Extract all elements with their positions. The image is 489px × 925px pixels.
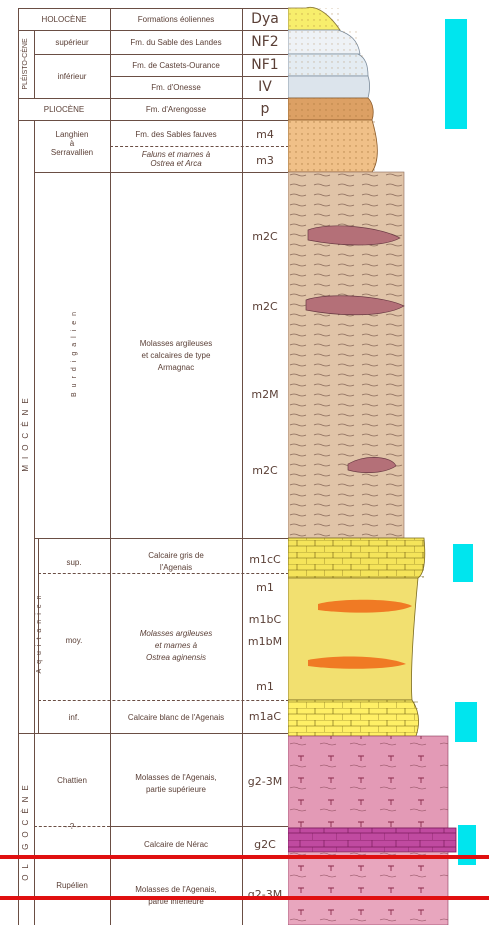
miocene-divider — [34, 120, 35, 925]
row-line — [34, 172, 289, 173]
formation-code: m1aC — [242, 710, 288, 723]
stage-chattien: Chattien — [34, 776, 110, 785]
formation-code: m1bC — [242, 613, 288, 626]
formation-code: m1cC — [242, 553, 288, 566]
stage-aquitanien-sup: sup. — [38, 558, 110, 567]
red-boundary-line — [0, 855, 489, 859]
formation-code: m4 — [242, 128, 288, 141]
highlight-marker — [458, 825, 476, 865]
era-pleistocene: PLÉISTO-CÈNE — [22, 30, 30, 98]
formation-name: Fm. d'Onesse — [110, 83, 242, 92]
row-line — [18, 733, 289, 734]
row-line — [18, 120, 289, 121]
formation-code: m1 — [242, 581, 288, 594]
era-holocene: HOLOCÈNE — [18, 15, 110, 24]
formation-code: NF1 — [242, 57, 288, 73]
formation-name: Calcaire blanc de l'Agenais — [110, 713, 242, 722]
stage-aquitanien-moy: moy. — [38, 636, 110, 645]
formation-code: NF2 — [242, 34, 288, 50]
formation-name: Fm. du Sable des Landes — [110, 38, 242, 47]
formation-code: m2C — [242, 464, 288, 477]
highlight-marker — [453, 544, 473, 582]
formation-name: Fm. d'Arengosse — [110, 105, 242, 114]
era-pliocene: PLIOCÈNE — [18, 105, 110, 114]
stratigraphy-table: HOLOCÈNE PLÉISTO-CÈNE PLIOCÈNE MIOCÈNE O… — [18, 8, 289, 925]
row-line — [18, 30, 289, 31]
formation-code: Dya — [242, 11, 288, 27]
row-line — [34, 54, 289, 55]
highlight-marker — [455, 702, 477, 742]
formation-code: p — [242, 101, 288, 117]
red-boundary-line — [0, 896, 489, 900]
row-line — [110, 76, 289, 77]
stage-aquitanien: Aquitanien — [36, 572, 44, 692]
row-dash — [38, 700, 289, 701]
formation-code: IV — [242, 79, 288, 95]
formation-name: Fm. des Sables fauves — [110, 130, 242, 139]
formation-code: m3 — [242, 154, 288, 167]
era-oligocene: OLIGOCÈNE — [22, 770, 30, 890]
layer-molasses-aginensis — [288, 578, 418, 700]
formation-name: Molasses de l'Agenais, partie supérieure — [110, 772, 242, 796]
stage-rupelien: Rupélien — [34, 881, 110, 890]
row-dash — [110, 146, 289, 147]
stage-superieur: supérieur — [34, 38, 110, 47]
formation-name: Faluns et marnes à Ostrea et Arca — [110, 150, 242, 168]
formation-name: Calcaire gris de l'Agenais — [110, 550, 242, 574]
formation-code: g2-3M — [242, 775, 288, 788]
formation-name: Formations éoliennes — [110, 15, 242, 24]
highlight-marker — [445, 19, 467, 129]
formation-code: m1bM — [242, 635, 288, 648]
stage-burdigalien: Burdigalien — [71, 287, 79, 417]
formation-code: m1 — [242, 680, 288, 693]
lithology-column — [288, 0, 458, 925]
stage-aquitanien-inf: inf. — [38, 713, 110, 722]
formation-name: Calcaire de Nérac — [110, 840, 242, 849]
formation-code: m2C — [242, 300, 288, 313]
formation-code: m2C — [242, 230, 288, 243]
formation-name: Fm. de Castets-Ourance — [110, 61, 242, 70]
stage-langhien-serravallien: Langhien à Serravallien — [34, 130, 110, 157]
stage-boundary-uncertain: - ? - — [34, 822, 110, 831]
row-line — [18, 98, 289, 99]
formation-code: m2M — [242, 388, 288, 401]
formation-name: Molasses argileuses et calcaires de type… — [110, 338, 242, 374]
stage-inferieur: inférieur — [34, 72, 110, 81]
formation-code: g2C — [242, 838, 288, 851]
table-border-left — [18, 8, 19, 925]
era-miocene: MIOCÈNE — [22, 382, 30, 482]
formation-name: Molasses argileuses et marnes à Ostrea a… — [110, 628, 242, 664]
row-line — [110, 826, 289, 827]
layer-onesse — [288, 76, 370, 98]
row-line — [34, 538, 289, 539]
table-border-top — [18, 8, 289, 9]
